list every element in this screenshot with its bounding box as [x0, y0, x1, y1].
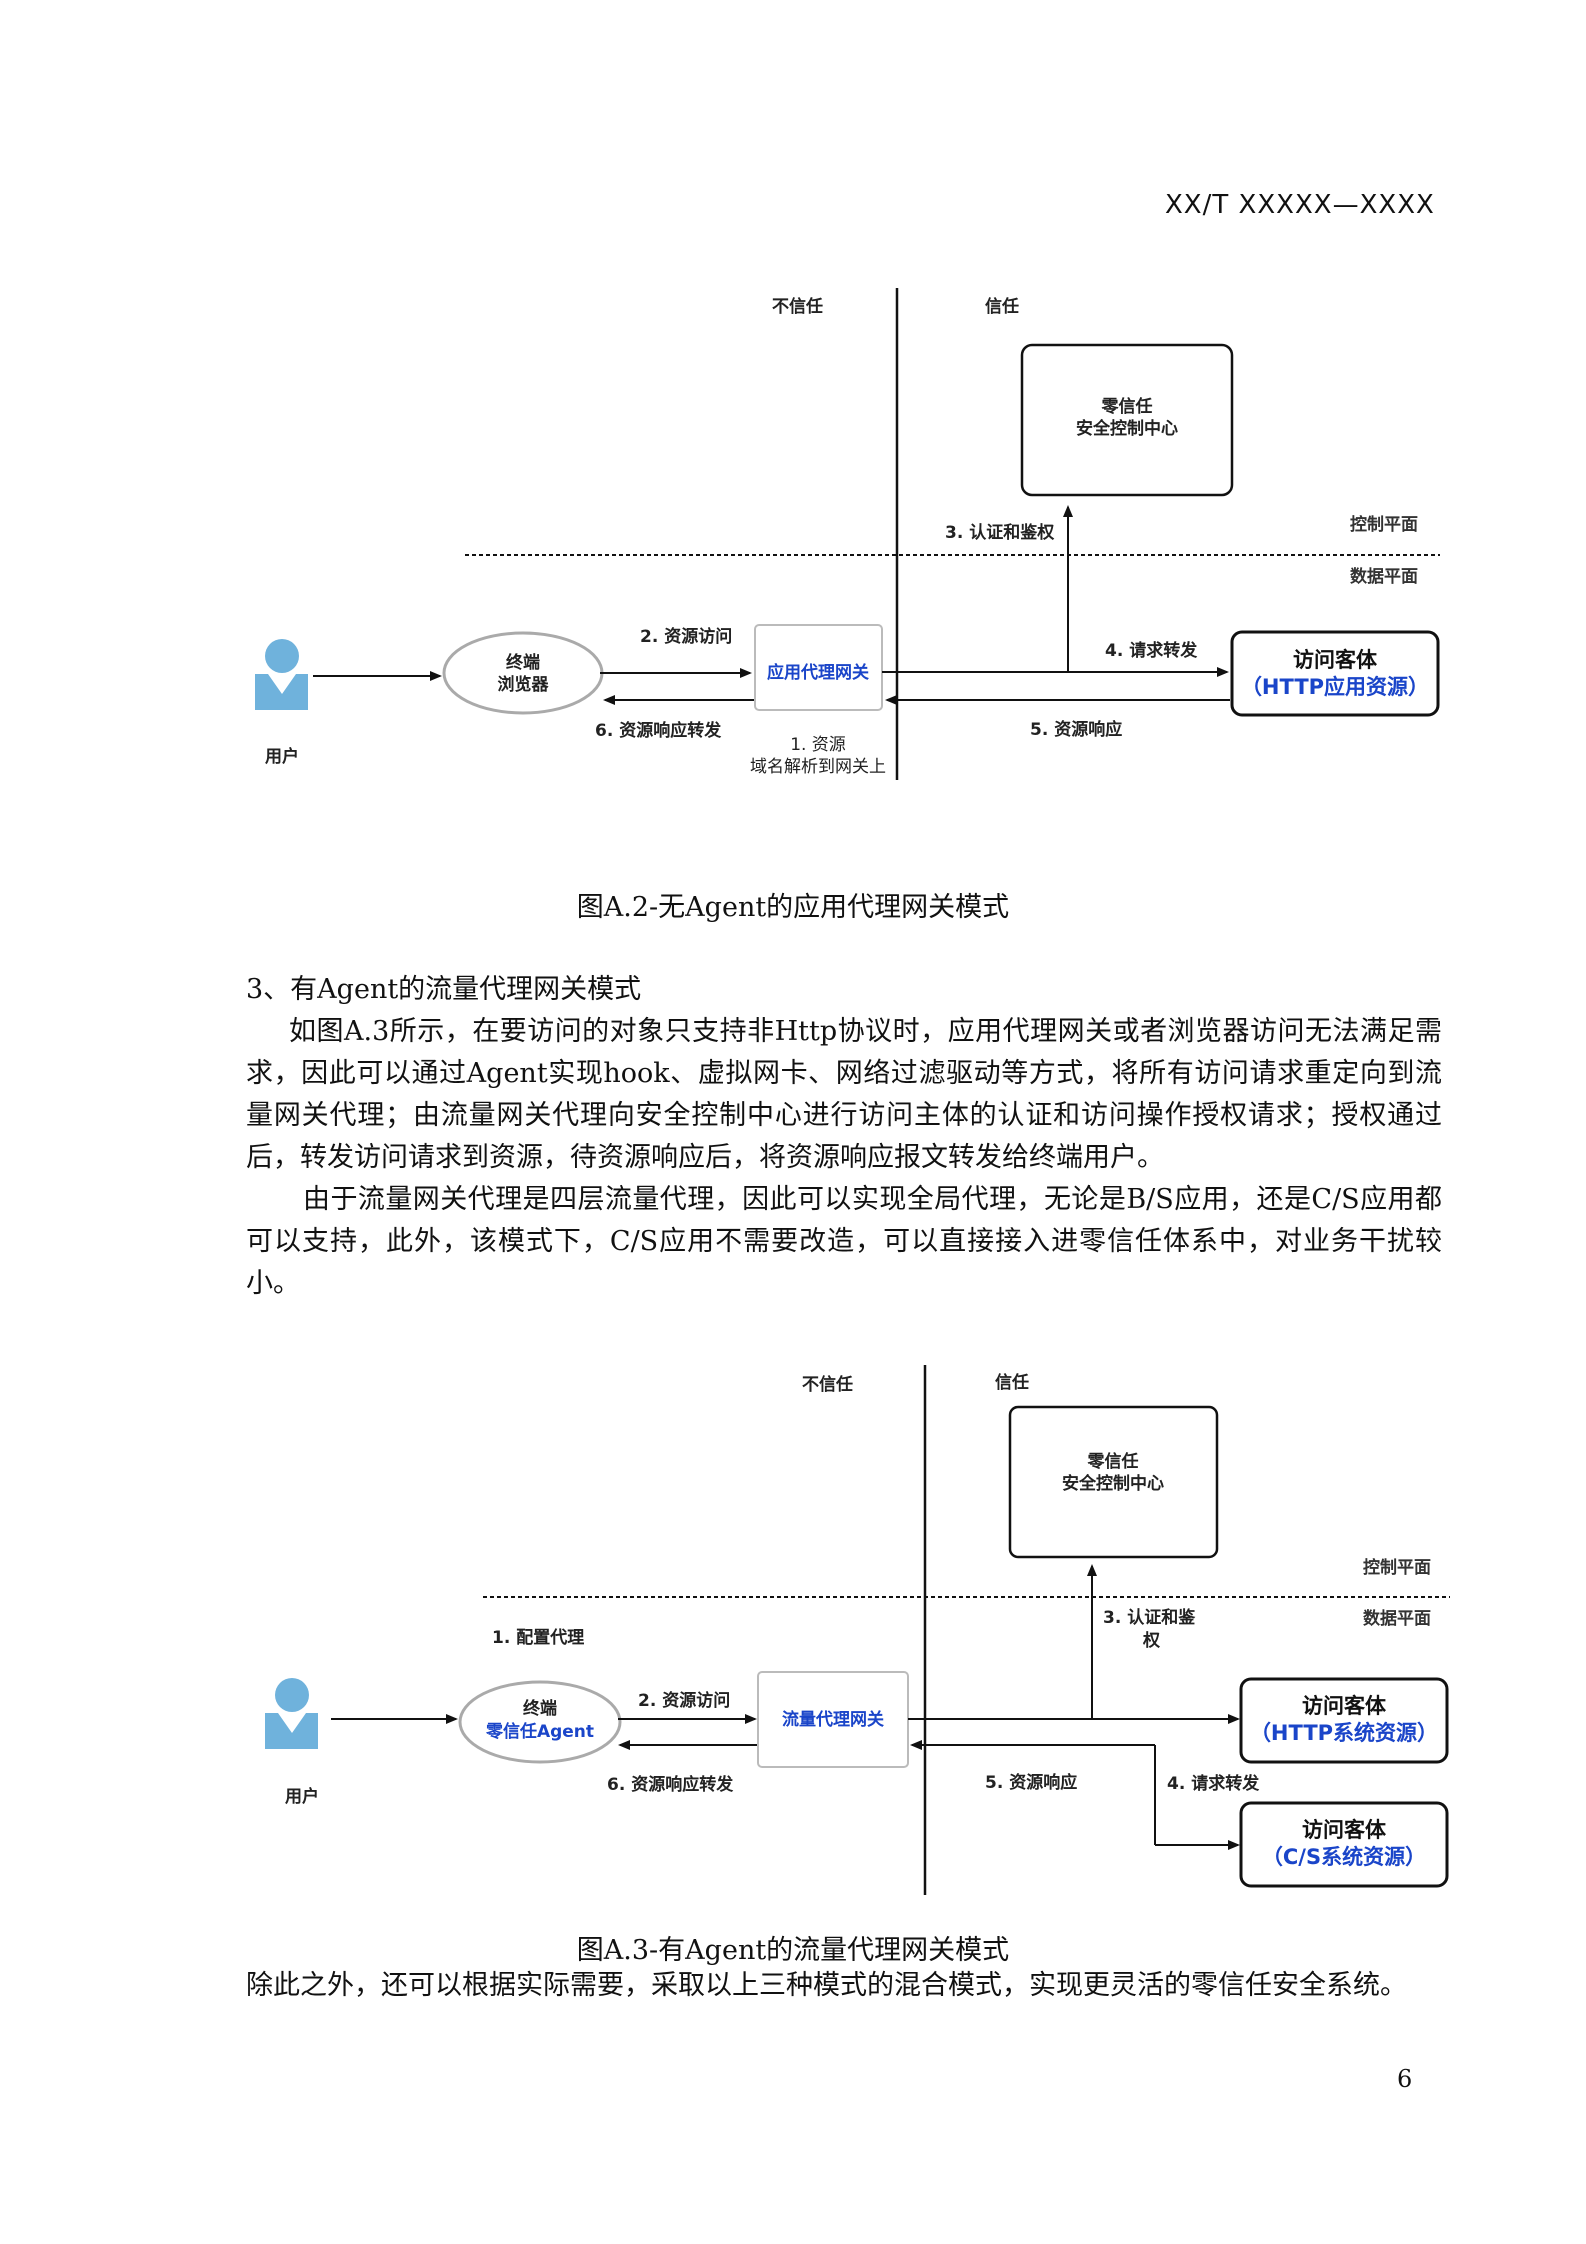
control-plane-label: 控制平面 — [1350, 514, 1418, 535]
control-center-box — [1020, 343, 1234, 497]
control-center-line2: 安全控制中心 — [1076, 418, 1178, 439]
paragraph-1: 如图A.3所示，在要访问的对象只支持非Http协议时，应用代理网关或者浏览器访问… — [246, 1016, 1442, 1173]
control-center-box — [1008, 1405, 1219, 1559]
app-gateway-box — [754, 624, 883, 711]
user-label: 用户 — [265, 746, 299, 767]
terminal-line2: 零信任Agent — [485, 1721, 594, 1742]
paragraph-2: 由于流量网关代理是四层流量代理，因此可以实现全局代理，无论是B/S应用，还是C/… — [246, 1184, 1442, 1299]
zone-untrusted-label: 不信任 — [802, 1374, 853, 1395]
data-plane-label: 数据平面 — [1363, 1608, 1431, 1629]
step5-label: 5. 资源响应 — [1030, 719, 1122, 740]
zone-trusted-label: 信任 — [985, 296, 1019, 317]
data-plane-label: 数据平面 — [1350, 566, 1418, 587]
browser-ellipse — [442, 631, 604, 715]
user-icon — [255, 639, 308, 710]
section-heading: 3、有Agent的流量代理网关模式 — [246, 974, 642, 1005]
step1-label: 1. 配置代理 — [492, 1627, 584, 1648]
step6-label: 6. 资源响应转发 — [607, 1774, 734, 1795]
browser-line2: 浏览器 — [498, 674, 550, 695]
control-center-line1: 零信任 — [1101, 396, 1153, 417]
closing-paragraph: 除此之外，还可以根据实际需要，采取以上三种模式的混合模式，实现更灵活的零信任安全… — [246, 1970, 1407, 2001]
step3-line1: 3. 认证和鉴 — [1103, 1607, 1196, 1628]
zone-untrusted-label: 不信任 — [772, 296, 823, 317]
step4-label: 4. 请求转发 — [1105, 640, 1198, 661]
traffic-gateway-label: 流量代理网关 — [782, 1709, 884, 1730]
app-gateway-label: 应用代理网关 — [767, 662, 869, 683]
terminal-line1: 终端 — [523, 1698, 557, 1719]
control-center-line1: 零信任 — [1087, 1451, 1139, 1472]
user-label: 用户 — [285, 1786, 319, 1807]
page-number: 6 — [1397, 2065, 1413, 2093]
control-center-line2: 安全控制中心 — [1062, 1473, 1164, 1494]
user-icon — [265, 1678, 318, 1749]
figure-a3-caption: 图A.3-有Agent的流量代理网关模式 — [576, 1935, 1010, 1966]
browser-line1: 终端 — [506, 652, 540, 673]
target-http-line2: （HTTP系统资源） — [1250, 1721, 1438, 1745]
target-http-line1: 访问客体 — [1302, 1694, 1387, 1718]
figure-a2-diagram: 不信任 信任 零信任 安全控制中心 控制平面 数据平面 用户 终端 浏览器 2.… — [255, 288, 1440, 780]
step4-label: 4. 请求转发 — [1167, 1773, 1260, 1794]
step1-line1: 1. 资源 — [790, 735, 846, 755]
target-http-box — [1230, 630, 1440, 717]
figure-a3-diagram: 不信任 信任 零信任 安全控制中心 控制平面 数据平面 1. 配置代理 用户 终… — [265, 1365, 1450, 1895]
step1-line2: 域名解析到网关上 — [750, 757, 886, 777]
target-http-box — [1239, 1677, 1449, 1764]
step3-label: 3. 认证和鉴权 — [945, 522, 1055, 543]
step3-line2: 权 — [1142, 1630, 1161, 1651]
step2-label: 2. 资源访问 — [640, 626, 732, 647]
target-cs-box — [1239, 1801, 1449, 1888]
step2-label: 2. 资源访问 — [638, 1690, 730, 1711]
target-cs-line1: 访问客体 — [1302, 1818, 1387, 1842]
figure-a2-caption: 图A.2-无Agent的应用代理网关模式 — [576, 892, 1010, 923]
terminal-ellipse — [458, 1680, 622, 1764]
target-line1: 访问客体 — [1293, 648, 1378, 672]
target-cs-line2: （C/S系统资源） — [1262, 1845, 1426, 1869]
document-id: XX/T XXXXX—XXXX — [1165, 190, 1435, 220]
step5-label: 5. 资源响应 — [985, 1772, 1077, 1793]
step6-label: 6. 资源响应转发 — [595, 720, 722, 741]
control-plane-label: 控制平面 — [1363, 1557, 1431, 1578]
target-line2: （HTTP应用资源） — [1241, 675, 1429, 699]
zone-trusted-label: 信任 — [995, 1372, 1029, 1393]
